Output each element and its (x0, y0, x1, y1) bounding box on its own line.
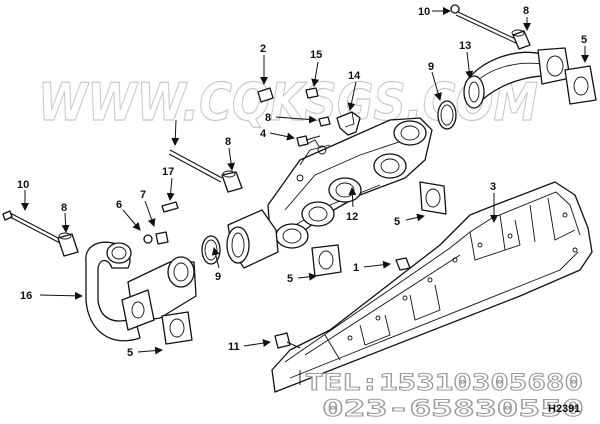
callout-11: 11 (228, 341, 240, 353)
part-bolt-1 (395, 257, 411, 271)
callout-4: 4 (260, 128, 267, 140)
callout-8-bracket: 8 (265, 112, 271, 124)
callout-2: 2 (260, 43, 266, 55)
part-exhaust-manifold (267, 117, 433, 249)
part-bolt-10-upper (450, 4, 523, 46)
callout-9-mid: 9 (215, 271, 221, 283)
part-ring-9-mid (201, 235, 221, 265)
callout-14: 14 (348, 70, 361, 82)
callout-7: 7 (140, 189, 146, 201)
part-bolt-15 (305, 87, 319, 99)
contact-phone: 023-65830550 (322, 397, 584, 422)
callout-15: 15 (310, 49, 322, 61)
part-manifold-cover (271, 181, 593, 393)
part-bolt-4 (296, 135, 321, 147)
callout-10-upper: 10 (418, 6, 430, 18)
callout-17: 17 (162, 166, 174, 178)
callout-8-mid: 8 (225, 136, 231, 148)
callout-10-lower: 10 (17, 179, 29, 191)
part-washer-6 (143, 234, 153, 244)
part-bracket-14 (336, 111, 361, 136)
callout-5-mid: 5 (394, 216, 400, 228)
part-sleeve-8-lower (57, 232, 79, 257)
part-slip-joint (226, 209, 279, 269)
callout-16: 16 (20, 290, 32, 302)
callout-8-lower: 8 (61, 202, 67, 214)
part-gasket-5-lower (161, 311, 193, 345)
figure-code: H2391 (548, 403, 580, 415)
part-nut-7 (155, 231, 169, 245)
callout-5-top: 5 (581, 34, 587, 46)
part-stud-17 (161, 201, 179, 213)
callout-13: 13 (459, 40, 471, 52)
part-elbow-pipe-16 (85, 241, 197, 342)
watermark-text: WWW.CQKSGS.COM (38, 73, 538, 133)
part-nut-8b (318, 116, 331, 127)
callout-leaders (21, 7, 589, 355)
part-gasket-5-top (564, 65, 597, 105)
callout-6: 6 (116, 199, 122, 211)
part-sleeve-8-upper (511, 29, 531, 50)
callout-5-low: 5 (287, 273, 293, 285)
part-bolt-11 (274, 332, 301, 349)
part-gasket-5-low (311, 244, 342, 277)
part-exhaust-pipe-13 (463, 47, 571, 109)
callout-1: 1 (353, 262, 359, 274)
part-bolt-8c (168, 149, 243, 193)
part-gasket-5-mid (419, 181, 447, 215)
callout-3: 3 (490, 181, 496, 193)
part-ring-9-top (437, 100, 457, 130)
part-dowel-2 (257, 87, 274, 103)
callout-8-upper: 8 (523, 5, 529, 17)
contact-tel: TEL:15310305680 (305, 371, 583, 396)
callout-9-top: 9 (428, 61, 434, 73)
callout-5-lower: 5 (127, 347, 133, 359)
callout-12: 12 (346, 211, 358, 223)
part-bolt-10-lower (2, 210, 63, 245)
